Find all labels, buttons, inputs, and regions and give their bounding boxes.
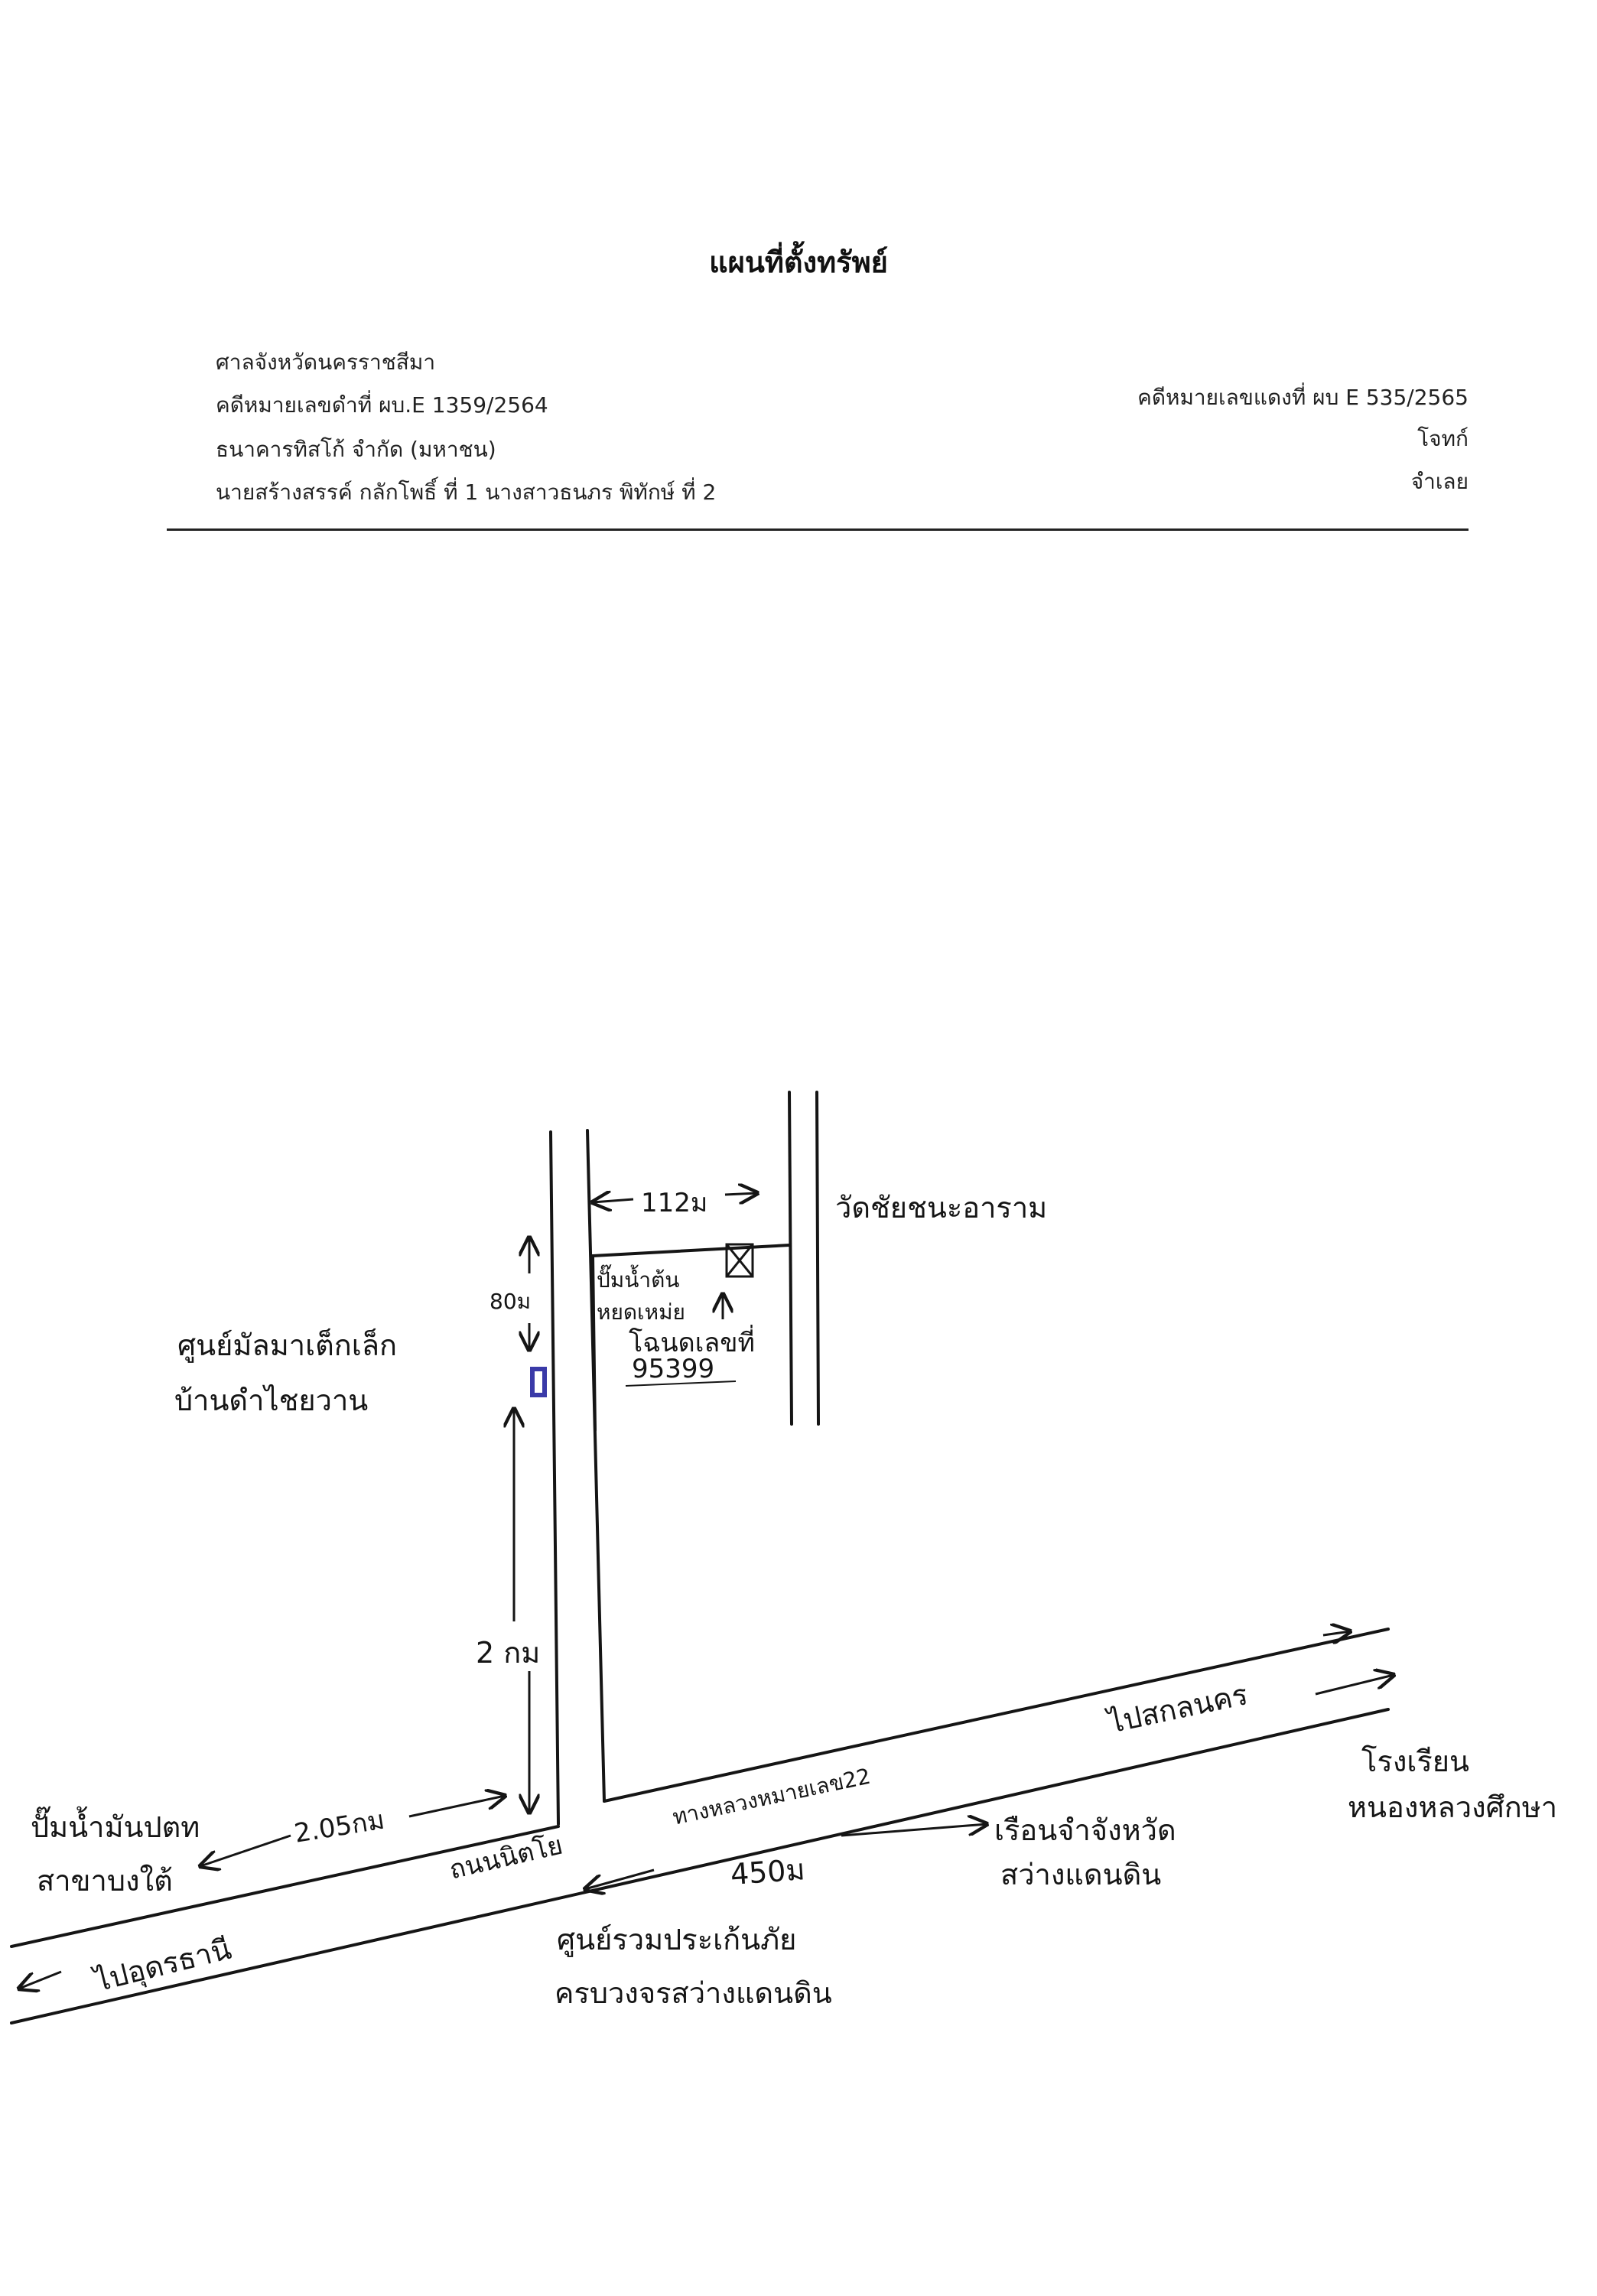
- black-case-number: คดีหมายเลขดำที่ ผบ.E 1359/2564: [216, 392, 548, 418]
- highway-upper-edge-right: [603, 1628, 1390, 1803]
- distance-112m: 112ม: [641, 1188, 708, 1218]
- village-label: บ้านดำไชยวาน: [174, 1384, 369, 1417]
- defendant-names: นายสร้างสรรค์ กลักโพธิ์ ที่ 1 นางสาวธนภร…: [216, 480, 717, 505]
- defendant-label: จำเลย: [1410, 469, 1469, 494]
- school-label-2: หนองหลวงศึกษา: [1348, 1790, 1558, 1824]
- shop-label: ศูนย์มัลมาเต็กเล็ก: [177, 1328, 398, 1362]
- prison-label: เรือนจำจังหวัด: [994, 1813, 1176, 1847]
- gas-station-label-2: สาขาบงใต้: [37, 1864, 173, 1898]
- arrow-to-udon: [19, 1970, 62, 1989]
- title-deed-label: โฉนดเลขที่: [629, 1328, 755, 1358]
- deed-underline: [625, 1381, 737, 1387]
- gas-station-label: ปั๊มน้ำมันปตท: [31, 1810, 200, 1844]
- temple-label: วัดชัยชนะอาราม: [835, 1191, 1048, 1224]
- plot-left-line: [591, 1254, 597, 1432]
- distance-80m: 80ม: [490, 1289, 532, 1314]
- header-divider: [167, 528, 1469, 531]
- arrow-top-right: [1322, 1631, 1350, 1635]
- house-icon: [725, 1243, 754, 1278]
- arrow-112m-right: [724, 1193, 757, 1195]
- court-name: ศาลจังหวัดนครราชสีมา: [216, 350, 436, 375]
- disaster-center-label: ศูนย์รวมประเก้นภัย: [557, 1923, 797, 1956]
- arrow-to-sakon: [1315, 1675, 1394, 1696]
- arrow-205km-left: [200, 1834, 291, 1866]
- school-label: โรงเรียน: [1361, 1745, 1470, 1778]
- plaintiff-name: ธนาคารทิสโก้ จำกัด (มหาชน): [216, 437, 496, 462]
- arrow-450m-right: [841, 1824, 987, 1837]
- distance-2km: 2 กม: [476, 1636, 541, 1670]
- lane-right-edge: [815, 1091, 820, 1426]
- arrow-112m-left: [593, 1199, 634, 1202]
- highway-upper-edge: [10, 1825, 560, 1948]
- side-road-left-edge: [549, 1130, 560, 1826]
- highway-lower-edge: [10, 1708, 1390, 2024]
- red-case-number: คดีหมายเลขแดงที่ ผบ E 535/2565: [1137, 385, 1469, 410]
- disaster-center-label-2: ครบวงจรสว่างแดนดิน: [555, 1976, 832, 2010]
- side-road-right-edge: [586, 1129, 606, 1803]
- water-pump-label-2: หยดเหม่ย: [597, 1299, 685, 1325]
- title-deed-number: 95399: [632, 1354, 715, 1384]
- plaintiff-label: โจทก์: [1417, 426, 1469, 451]
- prison-label-2: สว่างแดนดิน: [1000, 1858, 1162, 1891]
- shop-marker-icon: [530, 1367, 547, 1397]
- arrow-205km-right: [408, 1796, 505, 1818]
- water-pump-label: ปั๊มน้ำต้น: [597, 1267, 680, 1293]
- arrow-450m-left: [585, 1868, 655, 1889]
- page-title: แผนที่ตั้งทรัพย์: [709, 246, 888, 279]
- lane-left-edge: [788, 1091, 793, 1426]
- distance-450m: 450ม: [729, 1852, 806, 1891]
- plot-top-line: [591, 1244, 791, 1257]
